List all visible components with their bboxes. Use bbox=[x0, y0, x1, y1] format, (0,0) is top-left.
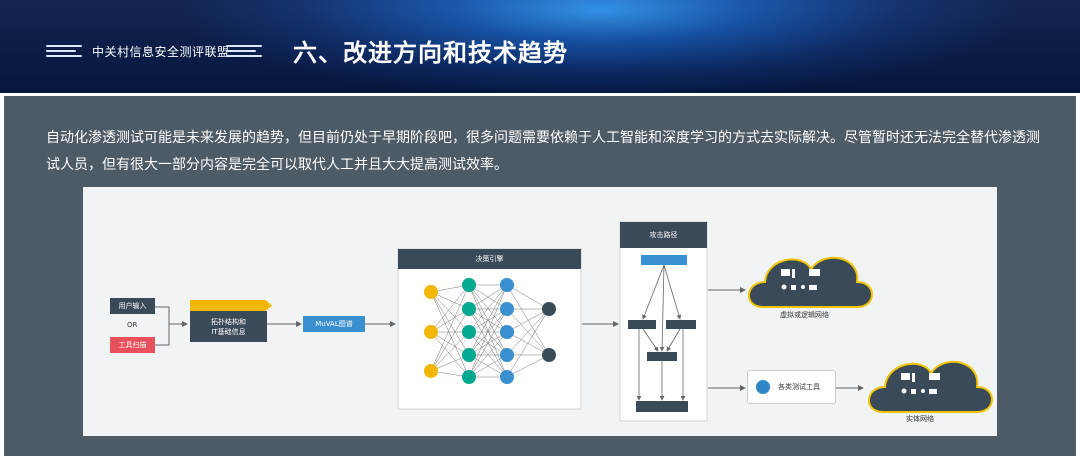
menu-lines-icon bbox=[46, 45, 82, 60]
nn-edge bbox=[430, 331, 470, 378]
nn-edge bbox=[506, 284, 550, 356]
nn-node bbox=[424, 325, 438, 339]
nn-node bbox=[542, 348, 556, 362]
physical-network-label: 实体网络 bbox=[906, 415, 934, 423]
org-name: 中关村信息安全测评联盟 bbox=[92, 45, 230, 59]
nn-edge bbox=[430, 308, 470, 372]
nn-node bbox=[462, 302, 476, 316]
nn-edge bbox=[506, 308, 550, 333]
nn-edge bbox=[468, 354, 508, 378]
nn-edge bbox=[468, 331, 508, 378]
nn-node bbox=[462, 348, 476, 362]
nn-edge bbox=[430, 291, 470, 333]
tool-scan-box: 工具扫描 bbox=[110, 337, 155, 353]
nn-node bbox=[500, 325, 514, 339]
nn-node bbox=[542, 302, 556, 316]
cloud-virtual-network bbox=[748, 256, 873, 308]
test-tools-box: 各类测试工具 bbox=[747, 370, 836, 404]
topology-box: 拓扑结构和 IT基础信息 bbox=[190, 311, 267, 342]
nn-edge bbox=[468, 284, 508, 378]
nn-edge bbox=[430, 331, 470, 372]
muval-box: MuVAL图谱 bbox=[303, 316, 365, 332]
decision-engine-title: 决策引擎 bbox=[475, 255, 504, 263]
nn-edge bbox=[506, 284, 550, 310]
slide-title: 六、改进方向和技术趋势 bbox=[293, 39, 568, 67]
nn-edge bbox=[430, 284, 470, 372]
nn-edge bbox=[468, 284, 508, 310]
attack-path-title: 攻击路径 bbox=[649, 231, 678, 239]
nn-edge bbox=[430, 308, 470, 333]
nn-node bbox=[424, 364, 438, 378]
menu-lines-icon bbox=[226, 45, 262, 60]
nn-edge bbox=[468, 308, 508, 378]
nn-edge bbox=[430, 291, 470, 378]
nn-edge bbox=[506, 331, 550, 356]
arrow-line bbox=[155, 324, 170, 346]
virtual-network-label: 虚拟或逻辑网络 bbox=[780, 311, 829, 319]
header-banner bbox=[0, 0, 1080, 93]
nn-edge bbox=[430, 291, 470, 356]
nn-node bbox=[500, 348, 514, 362]
nn-edge bbox=[506, 354, 550, 378]
nn-node bbox=[462, 370, 476, 384]
cloud-upload-icon bbox=[756, 380, 770, 394]
nn-node bbox=[500, 370, 514, 384]
user-input-box: 用户输入 bbox=[110, 298, 155, 314]
nn-edge bbox=[430, 284, 470, 333]
or-label: OR bbox=[127, 321, 138, 329]
nn-node bbox=[500, 278, 514, 292]
nn-node bbox=[462, 325, 476, 339]
intro-paragraph: 自动化渗透测试可能是未来发展的趋势，但目前仍处于早期阶段吧，很多问题需要依赖于人… bbox=[46, 130, 1040, 173]
nn-node bbox=[424, 285, 438, 299]
nn-edge bbox=[506, 308, 550, 356]
cloud-physical-network bbox=[868, 360, 993, 413]
nn-node bbox=[462, 278, 476, 292]
neural-network bbox=[397, 248, 582, 410]
diagram-svg bbox=[155, 221, 993, 422]
nn-edge bbox=[468, 308, 508, 356]
nn-edge bbox=[506, 308, 550, 378]
diagram-canvas: 用户输入 OR 工具扫描 拓扑结构和 IT基础信息 MuVAL图谱 决策引擎 攻… bbox=[83, 187, 997, 436]
nn-edge bbox=[468, 284, 508, 356]
nn-node bbox=[500, 302, 514, 316]
header-sheen bbox=[0, 0, 1080, 93]
nn-edge bbox=[430, 331, 470, 356]
topology-banner bbox=[190, 300, 272, 311]
attack-path-panel bbox=[619, 221, 708, 422]
arrow-line bbox=[155, 306, 188, 327]
test-tools-label: 各类测试工具 bbox=[778, 383, 820, 391]
nn-edge bbox=[468, 284, 508, 333]
